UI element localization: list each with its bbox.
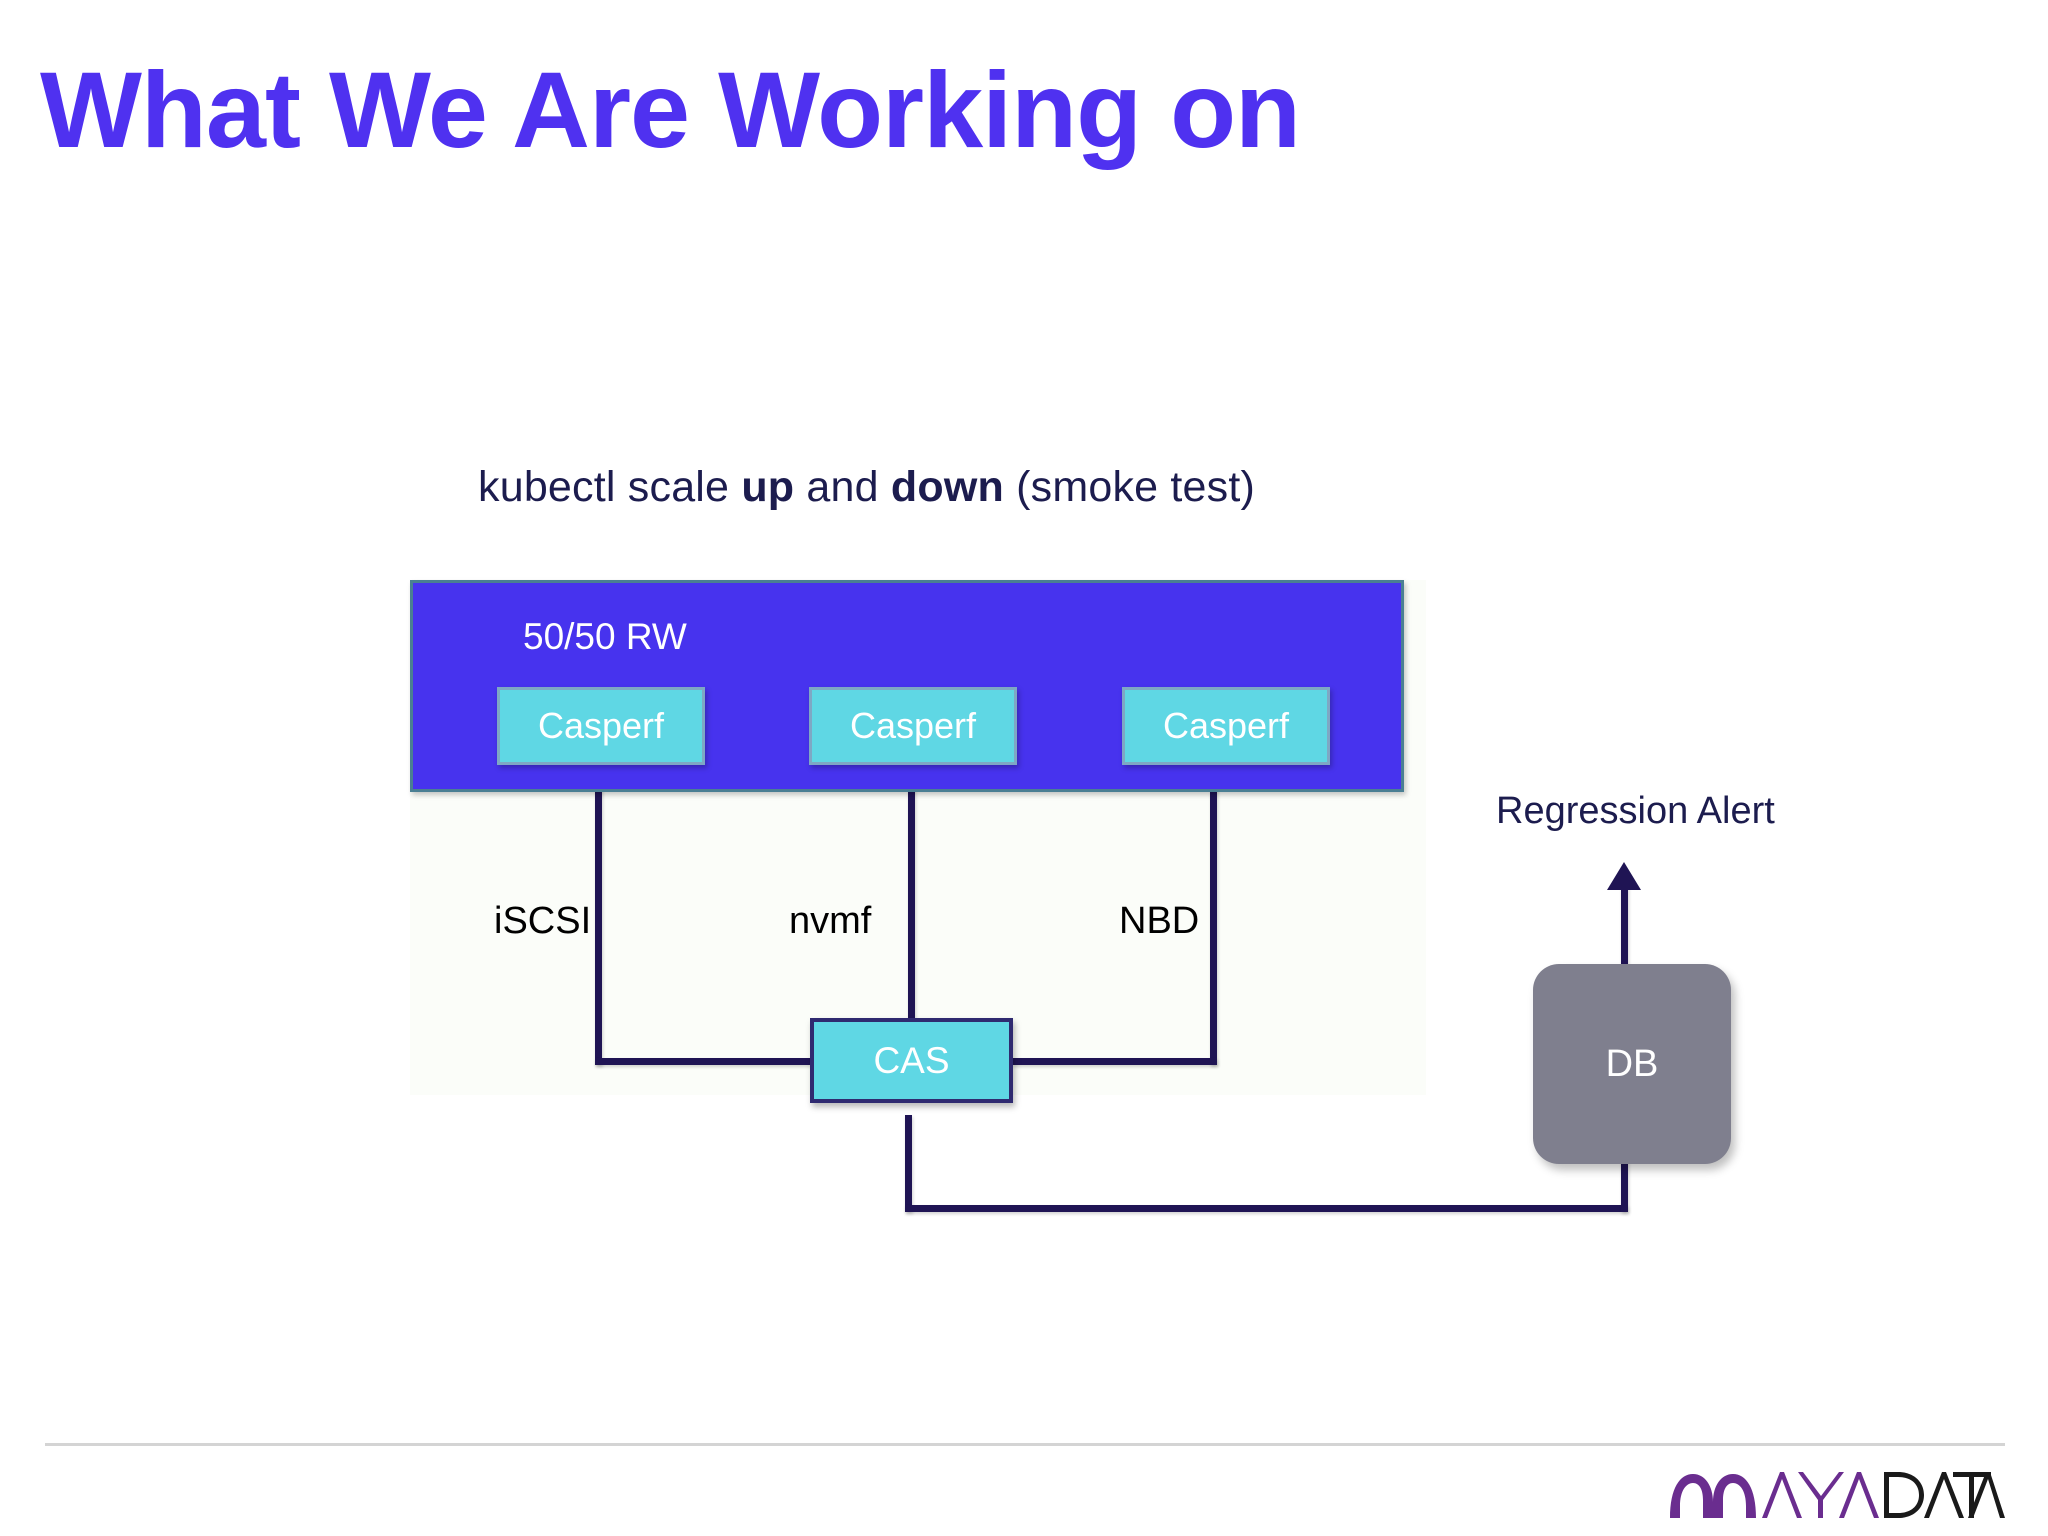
arrow-up-icon	[1607, 862, 1641, 890]
caption-part-3: (smoke test)	[1003, 463, 1256, 511]
caption-part-2: and	[794, 463, 891, 511]
wire-iscsi-vertical	[595, 760, 602, 1065]
wire-cas-to-db-vertical	[905, 1115, 912, 1212]
workload-container: 50/50 RW Casperf Casperf Casperf	[410, 580, 1404, 792]
wire-nbd-horizontal	[1012, 1058, 1217, 1065]
wire-db-to-alert	[1621, 880, 1628, 968]
db-box[interactable]: DB	[1533, 964, 1731, 1164]
caption-bold-down: down	[890, 463, 1004, 511]
diagram-caption: kubectl scale up and down (smoke test)	[478, 463, 1255, 512]
wire-db-riser	[1621, 1160, 1628, 1212]
workload-rw-label: 50/50 RW	[523, 616, 687, 657]
page-title: What We Are Working on	[40, 49, 1301, 170]
wire-cas-to-db-horizontal	[905, 1205, 1628, 1212]
caption-bold-up: up	[741, 463, 795, 511]
protocol-label-nbd: NBD	[1119, 900, 1200, 942]
casperf-box-3[interactable]: Casperf	[1122, 687, 1330, 765]
wire-iscsi-horizontal	[595, 1058, 811, 1065]
mayadata-logo	[1666, 1468, 2006, 1520]
casperf-box-1[interactable]: Casperf	[497, 687, 705, 765]
wire-nvmf-vertical	[908, 760, 915, 1022]
regression-alert-label: Regression Alert	[1496, 790, 1775, 832]
caption-part-1: kubectl scale	[478, 463, 742, 511]
wire-nbd-vertical	[1210, 760, 1217, 1065]
protocol-label-iscsi: iSCSI	[494, 900, 592, 942]
protocol-label-nvmf: nvmf	[789, 900, 872, 942]
footer-divider	[45, 1443, 2005, 1446]
cas-box[interactable]: CAS	[810, 1018, 1013, 1103]
casperf-box-2[interactable]: Casperf	[809, 687, 1017, 765]
